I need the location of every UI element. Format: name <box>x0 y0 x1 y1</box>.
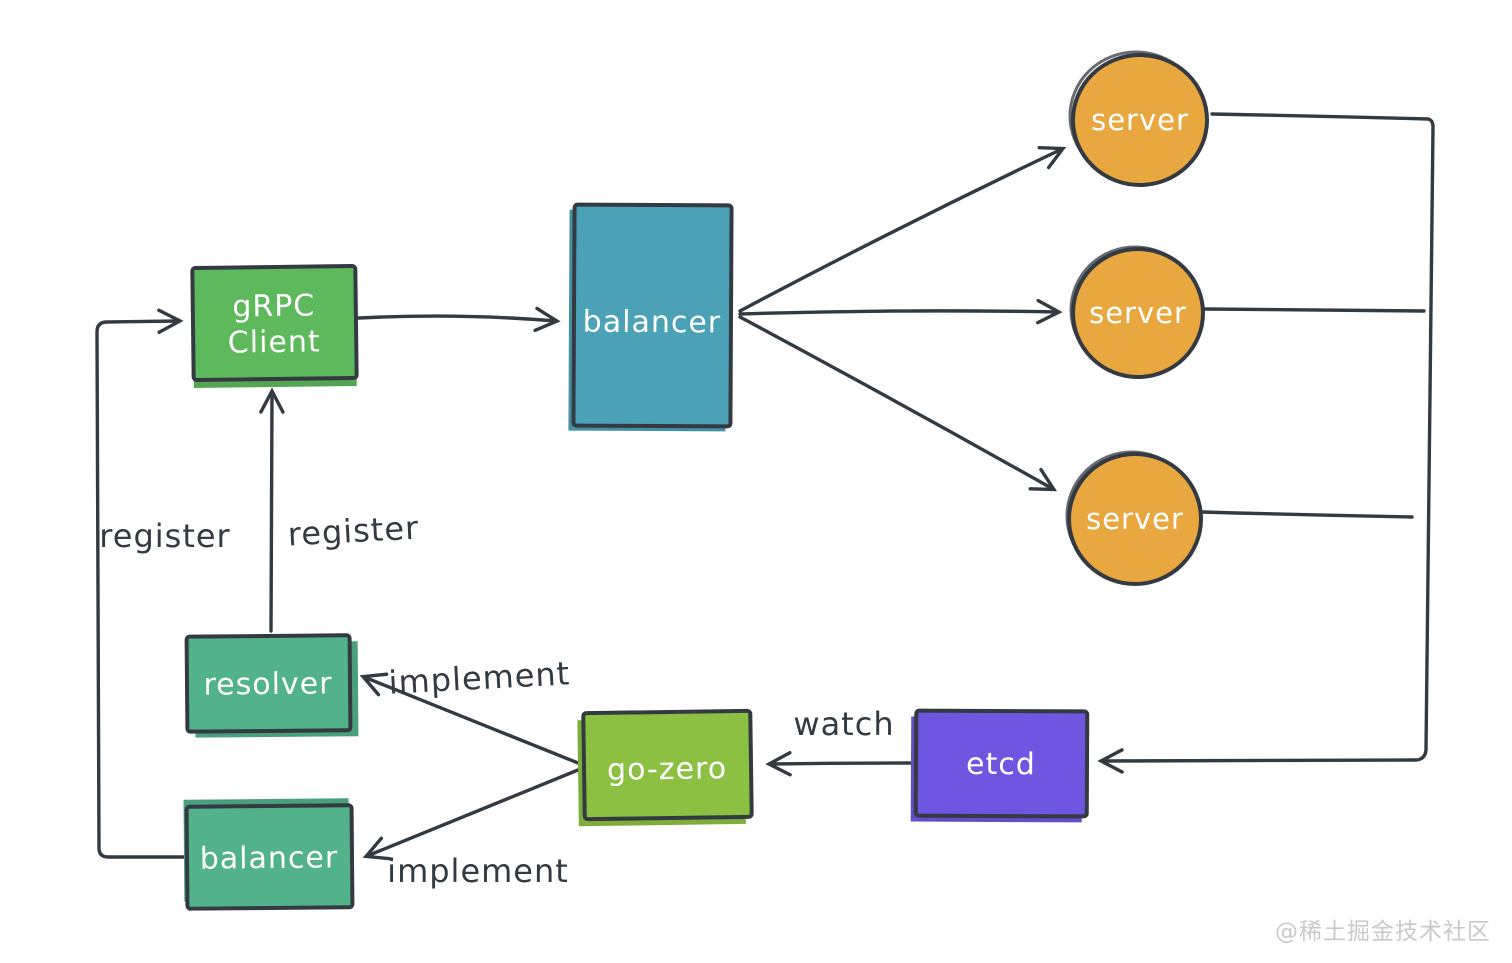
edge-server-1-to-etcd <box>1097 112 1435 774</box>
edge-etcd-to-gozero <box>765 751 915 777</box>
resolver-box <box>184 633 353 734</box>
etcd-label: etcd <box>966 747 1036 782</box>
edge-label-register-left: register <box>99 517 230 555</box>
watermark: @稀土掘金技术社区 <box>1275 919 1491 945</box>
edge-server-3-join <box>1200 510 1414 519</box>
server-1-circle <box>1071 53 1209 187</box>
node-balancer-impl: balancer <box>183 798 355 911</box>
edge-gozero-to-resolver <box>359 672 580 765</box>
node-server-1: server <box>1068 50 1209 187</box>
edge-balancer-impl-to-client <box>95 308 187 859</box>
balancer-main-label: balancer <box>583 305 722 341</box>
balancer-main-box <box>571 202 734 429</box>
grpc-client-label: gRPCClient <box>227 288 321 360</box>
server-2-circle <box>1071 247 1205 379</box>
server-3-label: server <box>1086 502 1184 536</box>
grpc-client-box <box>190 264 359 382</box>
node-go-zero: go-zero <box>577 708 754 827</box>
balancer-impl-label: balancer <box>200 840 339 876</box>
balancer-impl-box <box>184 803 355 911</box>
node-server-2: server <box>1069 245 1205 379</box>
etcd-box <box>913 708 1090 819</box>
resolver-label: resolver <box>203 666 332 702</box>
node-server-3: server <box>1065 450 1203 586</box>
edge-client-to-balancer <box>357 306 561 333</box>
edge-gozero-to-balancer-impl <box>362 768 580 861</box>
node-etcd: etcd <box>910 708 1090 823</box>
edge-label-implement-top: implement <box>388 654 571 701</box>
edge-balancer-to-server-3 <box>738 315 1058 492</box>
go-zero-box <box>581 708 754 822</box>
edge-label-implement-bottom: implement <box>387 852 569 890</box>
edges-layer <box>95 112 1435 861</box>
edge-server-2-join <box>1203 307 1426 313</box>
edge-resolver-to-client <box>259 387 285 633</box>
node-grpc-client: gRPCClient <box>190 264 359 388</box>
edge-balancer-to-server-1 <box>738 145 1067 313</box>
server-2-label: server <box>1089 296 1187 330</box>
edge-balancer-to-server-2 <box>738 298 1063 325</box>
edge-label-watch: watch <box>793 705 894 743</box>
server-3-circle <box>1067 452 1203 586</box>
edge-labels-layer: register register implement implement wa… <box>99 509 894 890</box>
node-resolver: resolver <box>184 633 359 738</box>
edge-label-register-right: register <box>287 509 420 554</box>
server-1-label: server <box>1091 103 1189 137</box>
go-zero-label: go-zero <box>607 751 727 788</box>
node-balancer-main: balancer <box>568 202 734 432</box>
